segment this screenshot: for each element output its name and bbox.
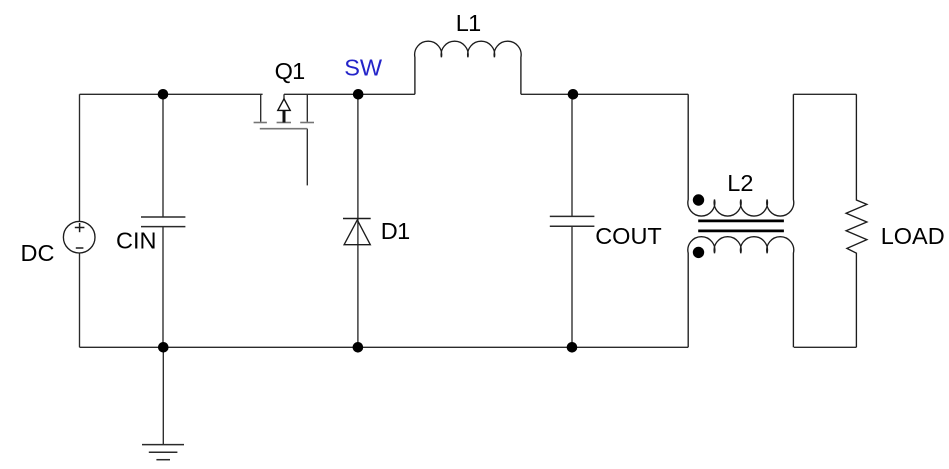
svg-text:SW: SW — [344, 55, 383, 81]
svg-text:Q1: Q1 — [275, 58, 305, 84]
svg-text:D1: D1 — [381, 218, 410, 244]
svg-text:L2: L2 — [727, 170, 753, 196]
svg-text:LOAD: LOAD — [881, 223, 945, 249]
svg-text:COUT: COUT — [595, 223, 662, 249]
svg-text:DC: DC — [21, 240, 55, 266]
svg-text:L1: L1 — [456, 10, 481, 36]
svg-text:CIN: CIN — [116, 228, 156, 254]
